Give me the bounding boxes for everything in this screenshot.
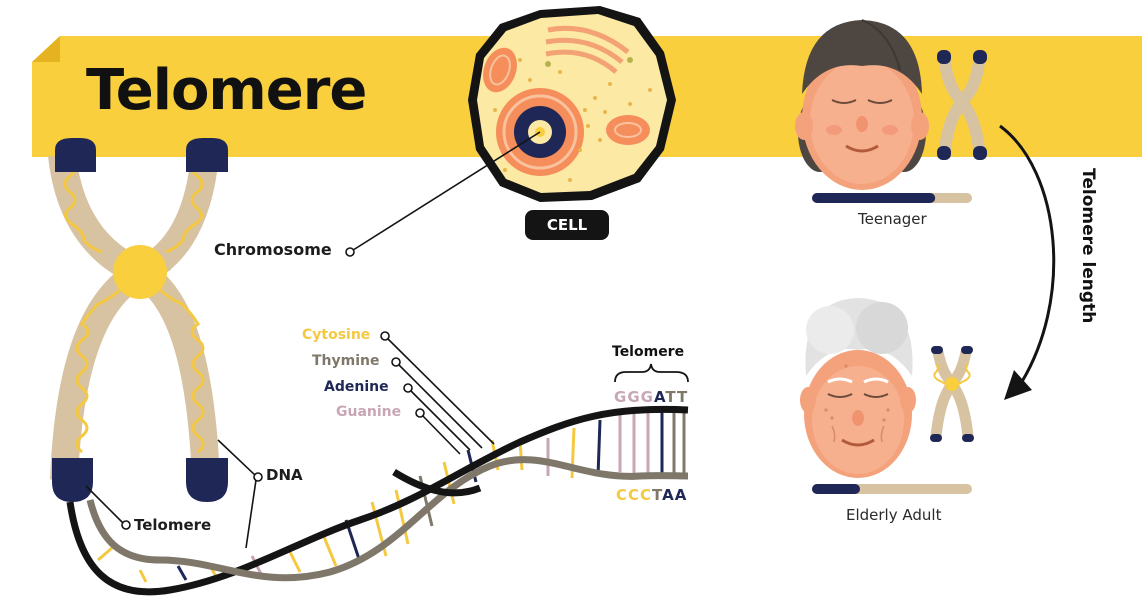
adenine-label: Adenine: [324, 379, 389, 395]
dna-helix: [66, 405, 689, 596]
teenager-illustration: [795, 19, 929, 190]
top-strand-base-3: A: [653, 388, 666, 406]
elderly-label: Elderly Adult: [846, 506, 942, 524]
bottom-strand-base-0: C: [616, 486, 629, 504]
cytosine-label: Cytosine: [302, 327, 371, 343]
guanine-label: Guanine: [336, 404, 402, 420]
elderly-chromosome: [930, 346, 974, 442]
bottom-strand-base-3: T: [652, 486, 663, 504]
cell-illustration: [468, 6, 676, 202]
teenager-chromosome: [937, 50, 987, 160]
top-strand-base-1: G: [627, 388, 641, 406]
top-strand-base-2: G: [640, 388, 654, 406]
bottom-strand-base-2: C: [640, 486, 653, 504]
telomere-brace: [614, 363, 689, 383]
chromosome-label: Chromosome: [214, 240, 332, 259]
elderly-telomere-bar: [812, 484, 972, 494]
thymine-label: Thymine: [312, 353, 380, 369]
teenager-telomere-bar: [812, 193, 972, 203]
bottom-strand-base-1: C: [628, 486, 641, 504]
top-strand-base-0: G: [614, 388, 628, 406]
teenager-label: Teenager: [858, 210, 927, 228]
large-chromosome: [48, 138, 228, 502]
telomere-chromosome-label: Telomere: [134, 516, 212, 534]
telomere-sequence-label: Telomere: [612, 344, 685, 360]
telomere-length-arrow: [999, 124, 1056, 389]
telomere-top-strand: GGGATT: [614, 388, 688, 406]
page-title: Telomere: [86, 58, 367, 123]
chromosome-pointer: [349, 131, 541, 253]
dna-label: DNA: [266, 466, 303, 484]
top-strand-base-5: T: [676, 388, 689, 406]
elderly-illustration: [800, 298, 916, 478]
telomere-length-label: Telomere length: [1078, 168, 1098, 324]
cell-label: CELL: [525, 210, 609, 240]
bottom-strand-base-5: A: [674, 486, 688, 504]
banner-fold: [32, 36, 60, 62]
top-strand-base-4: T: [665, 388, 677, 406]
bottom-strand-base-4: A: [662, 486, 675, 504]
telomere-bottom-strand: CCCTAA: [616, 486, 687, 504]
